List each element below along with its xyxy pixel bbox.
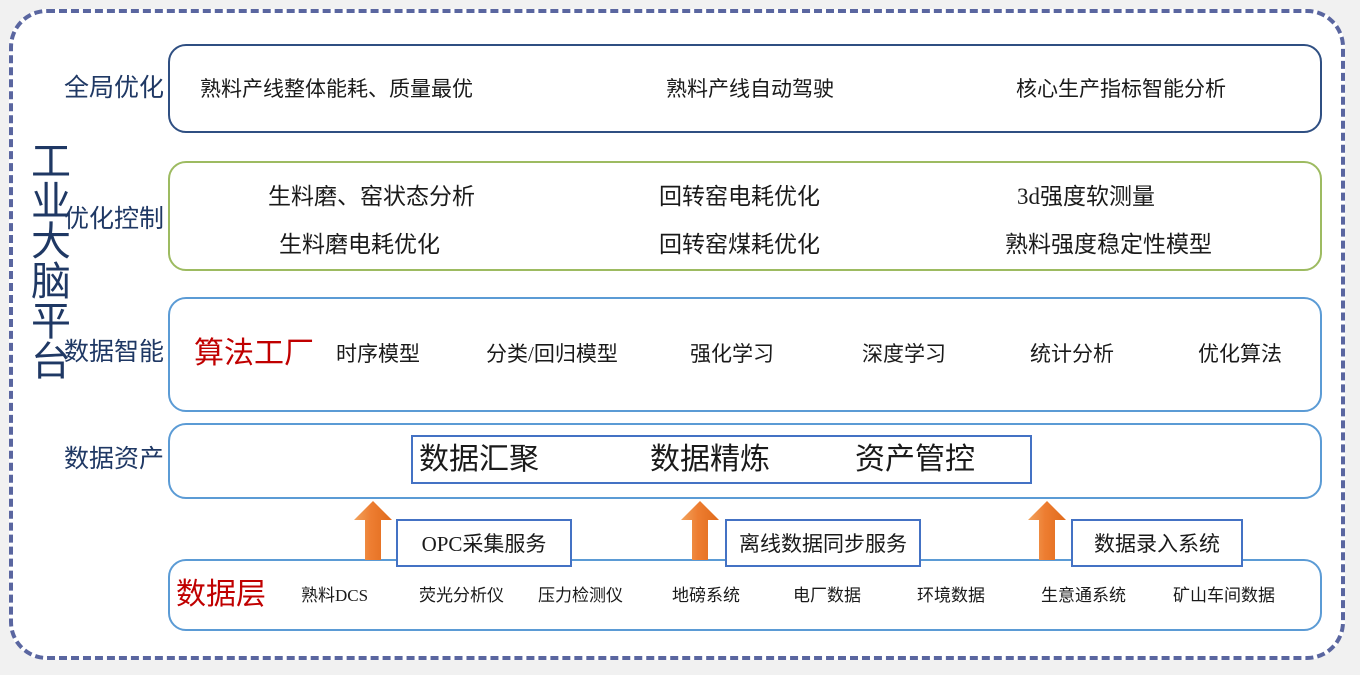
- cell-control-2a: 回转窑电耗优化: [659, 184, 820, 209]
- arrow-up-offline-sync: [681, 501, 719, 560]
- source-item-1: 熟料DCS: [301, 586, 369, 605]
- data-layer-label: 数据层: [176, 578, 266, 611]
- source-item-8: 矿山车间数据: [1173, 586, 1275, 605]
- asset-item-2: 数据精炼: [650, 443, 770, 476]
- cell-di-6: 优化算法: [1198, 342, 1282, 366]
- cell-control-2b: 回转窑煤耗优化: [659, 232, 820, 257]
- source-item-6: 环境数据: [917, 586, 985, 605]
- cell-control-1a: 生料磨、窑状态分析: [268, 184, 475, 209]
- layer-box-data-intelligence: [168, 297, 1322, 412]
- layer-box-optimization-control: [168, 161, 1322, 271]
- layer-box-global-optimization: [168, 44, 1322, 133]
- asset-item-3: 资产管控: [855, 443, 975, 476]
- cell-control-3a: 3d强度软测量: [1017, 184, 1155, 209]
- cell-global-3: 核心生产指标智能分析: [1016, 77, 1226, 101]
- cell-global-2: 熟料产线自动驾驶: [666, 77, 834, 101]
- service-box-data-entry[interactable]: 数据录入系统: [1071, 519, 1243, 567]
- row-label-data-assets: 数据资产: [63, 446, 164, 473]
- cell-control-3b: 熟料强度稳定性模型: [1005, 232, 1212, 257]
- cell-control-1b: 生料磨电耗优化: [279, 232, 440, 257]
- cell-di-3: 强化学习: [690, 342, 774, 366]
- algorithm-factory-label: 算法工厂: [194, 337, 314, 370]
- source-item-5: 电厂数据: [793, 586, 861, 605]
- cell-di-4: 深度学习: [862, 342, 946, 366]
- source-item-7: 生意通系统: [1041, 586, 1126, 605]
- cell-di-2: 分类/回归模型: [486, 342, 618, 366]
- arrow-up-data-entry: [1028, 501, 1066, 560]
- source-item-4: 地磅系统: [672, 586, 740, 605]
- cell-di-5: 统计分析: [1030, 342, 1114, 366]
- platform-title: 工业大脑平台: [25, 140, 70, 380]
- row-label-global-optimization: 全局优化: [63, 75, 164, 102]
- arrow-up-opc: [354, 501, 392, 560]
- service-box-opc[interactable]: OPC采集服务: [396, 519, 572, 567]
- row-label-data-intelligence: 数据智能: [63, 339, 164, 366]
- asset-item-1: 数据汇聚: [419, 443, 539, 476]
- row-label-optimization-control: 优化控制: [63, 206, 164, 233]
- data-assets-inner-rect: [411, 435, 1032, 484]
- cell-di-1: 时序模型: [336, 342, 420, 366]
- cell-global-1: 熟料产线整体能耗、质量最优: [200, 77, 473, 101]
- source-item-2: 荧光分析仪: [419, 586, 504, 605]
- service-box-offline-sync[interactable]: 离线数据同步服务: [725, 519, 921, 567]
- source-item-3: 压力检测仪: [538, 586, 623, 605]
